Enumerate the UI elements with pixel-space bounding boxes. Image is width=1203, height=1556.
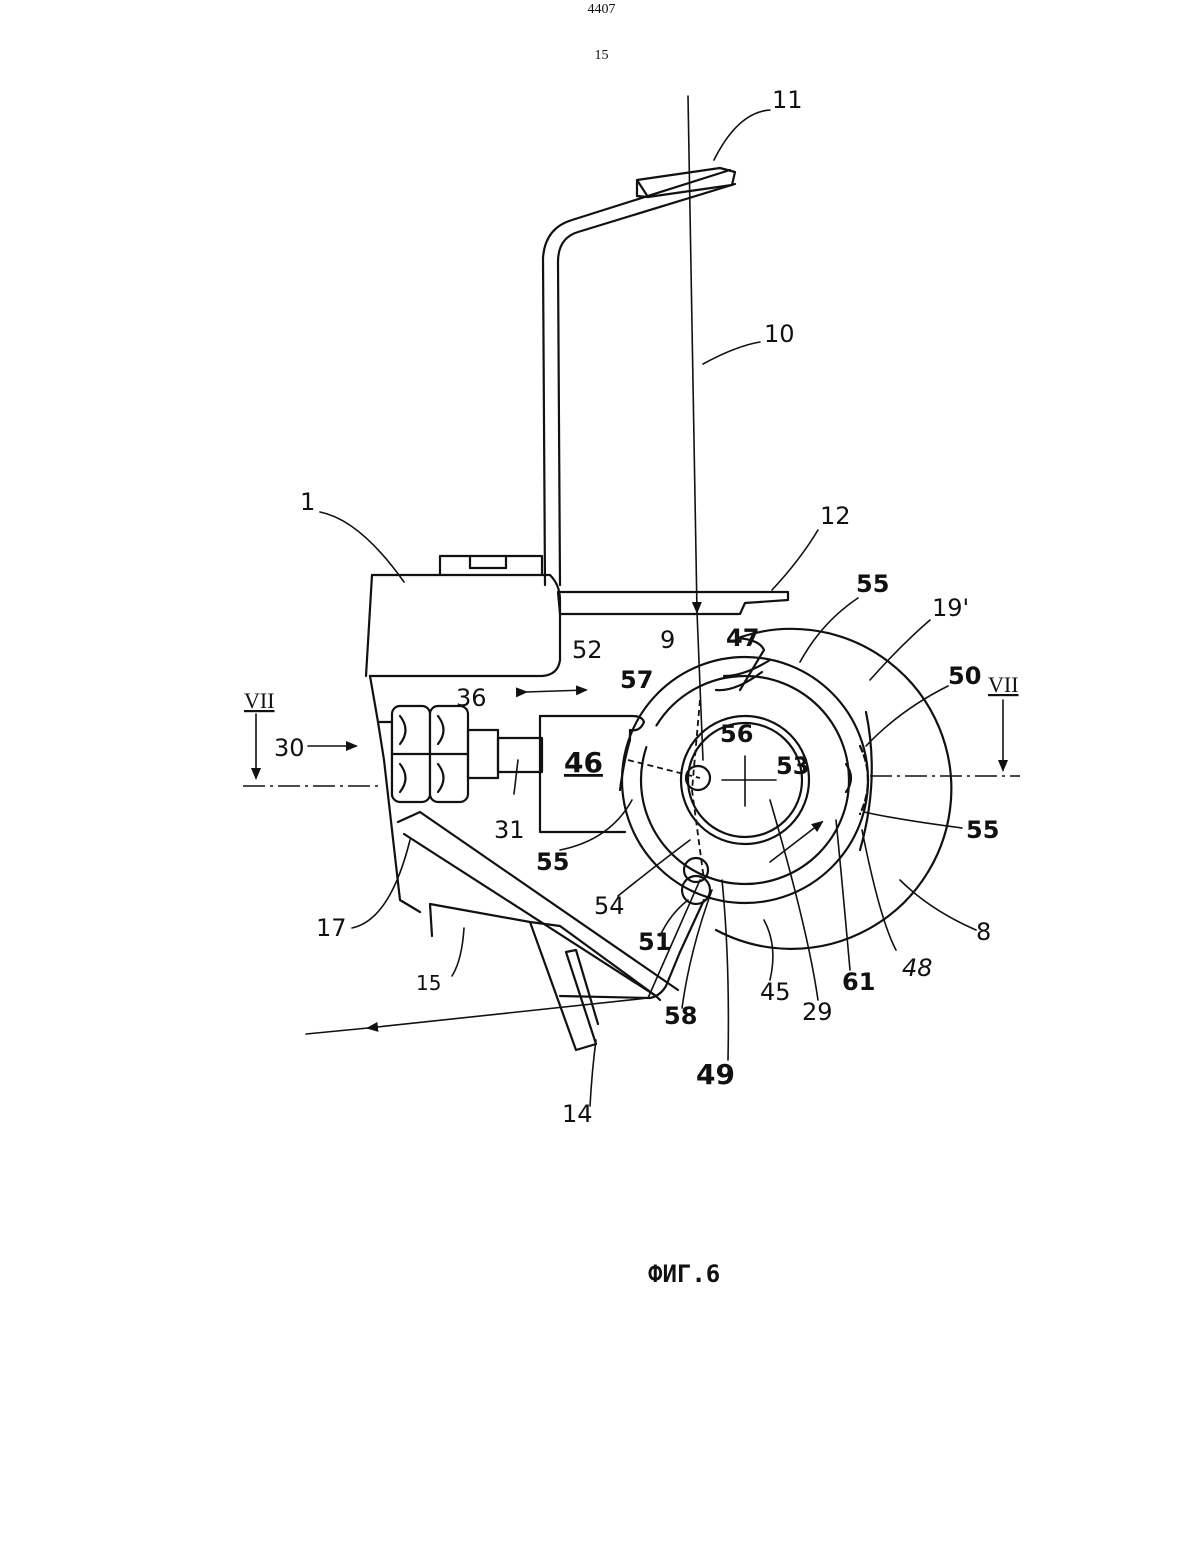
- label-55-right: 55: [966, 816, 999, 844]
- label-19-prime: 19': [932, 594, 969, 622]
- label-36: 36: [456, 684, 487, 712]
- leader-lines: [320, 110, 976, 1106]
- label-46: 46: [564, 746, 603, 779]
- tongue-14: [530, 922, 598, 1050]
- label-49: 49: [696, 1058, 735, 1091]
- thread-line-out: [306, 880, 700, 1034]
- section-mark-left: VII: [244, 688, 275, 713]
- label-17: 17: [316, 914, 347, 942]
- label-55-left: 55: [536, 848, 569, 876]
- label-56: 56: [720, 720, 753, 748]
- label-11: 11: [772, 86, 803, 114]
- plate-12: [558, 592, 788, 614]
- label-50: 50: [948, 662, 981, 690]
- label-31: 31: [494, 816, 525, 844]
- label-54: 54: [594, 892, 625, 920]
- label-10: 10: [764, 320, 795, 348]
- label-1: 1: [300, 488, 315, 516]
- label-29: 29: [802, 998, 833, 1026]
- rotor-assembly-8: [622, 629, 951, 949]
- label-48: 48: [902, 954, 933, 982]
- label-58: 58: [664, 1002, 697, 1030]
- label-61: 61: [842, 968, 875, 996]
- figure-caption: ФИГ.6: [648, 1260, 720, 1288]
- label-55-top: 55: [856, 570, 889, 598]
- label-14: 14: [562, 1100, 593, 1128]
- label-47: 47: [726, 624, 759, 652]
- section-mark-right: VII: [988, 672, 1019, 697]
- bolt-31: [468, 730, 542, 778]
- label-9: 9: [660, 626, 675, 654]
- label-15: 15: [416, 971, 441, 995]
- label-57: 57: [620, 666, 653, 694]
- housing-1: [366, 556, 560, 676]
- double-arrow-52: [526, 690, 586, 692]
- label-12: 12: [820, 502, 851, 530]
- label-51: 51: [638, 928, 671, 956]
- wire-guide-bracket: [543, 168, 735, 585]
- guide-17: [398, 812, 678, 996]
- label-30: 30: [274, 734, 305, 762]
- label-45: 45: [760, 978, 791, 1006]
- label-52: 52: [572, 636, 603, 664]
- nuts-36: [392, 706, 468, 802]
- label-8: 8: [976, 918, 991, 946]
- label-53: 53: [776, 752, 809, 780]
